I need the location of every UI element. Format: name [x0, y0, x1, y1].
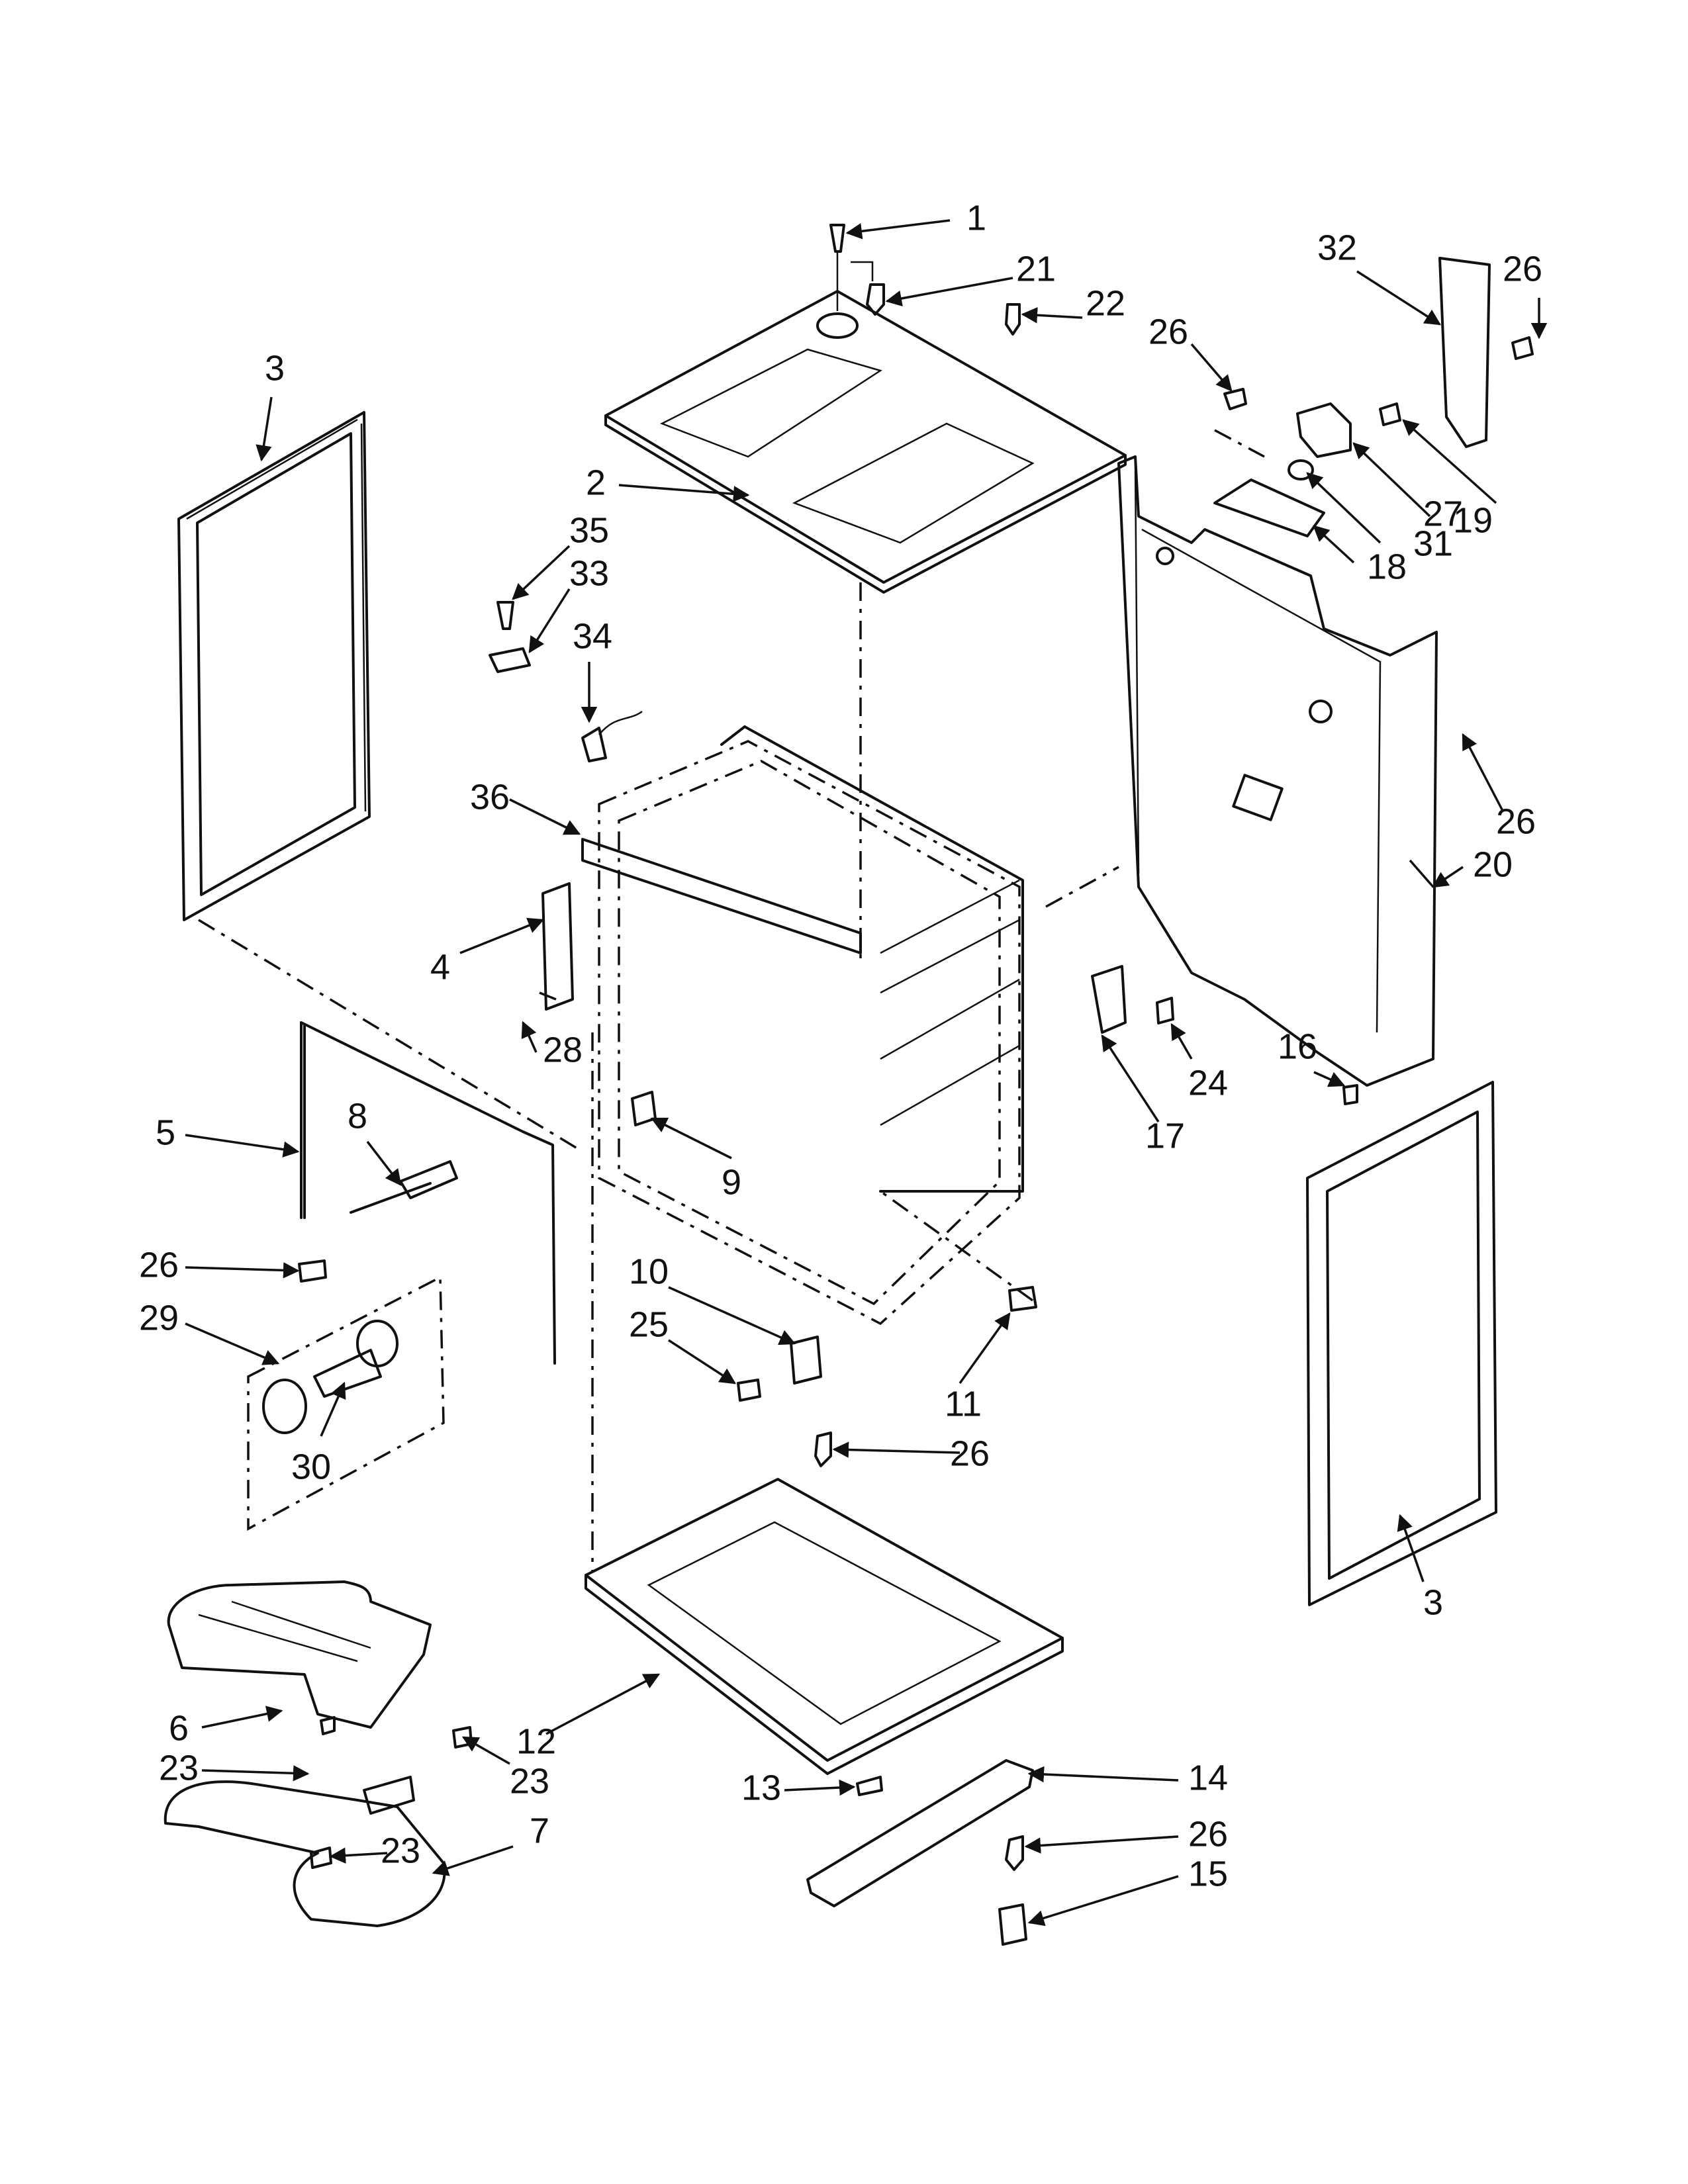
side-panel-right: [1306, 1081, 1497, 1606]
callout-26-c: 26: [1496, 801, 1536, 841]
callout-1: 1: [966, 198, 986, 238]
callout-8: 8: [348, 1096, 367, 1136]
callout-14: 14: [1188, 1758, 1228, 1797]
callout-23-b: 23: [510, 1761, 549, 1801]
callout-9: 9: [722, 1162, 741, 1202]
top-right-brackets: [1213, 257, 1534, 537]
construction-lines: [198, 582, 1119, 1572]
callout-12: 12: [516, 1721, 556, 1761]
callout-23-c: 23: [381, 1831, 420, 1870]
callout-3-right: 3: [1423, 1582, 1443, 1622]
knob-set: [247, 1275, 445, 1531]
screw-26-left: [298, 1259, 327, 1283]
callout-10: 10: [629, 1251, 669, 1291]
callout-26-b: 26: [1503, 249, 1542, 289]
temp-sensor: [350, 1160, 458, 1214]
callout-17: 17: [1145, 1116, 1185, 1156]
back-panel: [1117, 455, 1438, 1087]
callout-20: 20: [1473, 844, 1513, 884]
callout-15: 15: [1188, 1854, 1228, 1893]
callout-7: 7: [530, 1811, 549, 1850]
callout-30: 30: [291, 1447, 331, 1486]
bracket-17: [1091, 965, 1174, 1034]
oven-cavity: [541, 725, 1024, 1326]
callout-29: 29: [139, 1298, 179, 1338]
side-panel-left: [177, 411, 371, 921]
callout-labels: 1 2 3 3 4 5 6 7 8 9 10 11 12 13 14 15 16…: [139, 198, 1542, 1893]
broil-element: [167, 1580, 473, 1749]
callout-34: 34: [573, 616, 612, 656]
callout-28: 28: [543, 1030, 583, 1069]
callout-18: 18: [1367, 547, 1407, 586]
callout-26-d: 26: [139, 1245, 179, 1285]
callout-19: 19: [1453, 500, 1493, 540]
callout-11: 11: [945, 1384, 982, 1424]
callout-22: 22: [1086, 283, 1125, 323]
small-brackets-left: [489, 601, 643, 762]
callout-6: 6: [169, 1708, 189, 1748]
callout-26-f: 26: [1188, 1814, 1228, 1854]
leader-lines: [185, 219, 1548, 1927]
callout-26-a: 26: [1149, 312, 1188, 351]
callout-24: 24: [1188, 1063, 1228, 1103]
callout-21: 21: [1016, 249, 1056, 289]
callout-25: 25: [629, 1304, 669, 1344]
callout-2: 2: [586, 463, 606, 502]
callout-32: 32: [1317, 228, 1357, 267]
callout-27: 27: [1423, 494, 1463, 533]
top-screws: [829, 224, 1021, 336]
callout-5: 5: [156, 1113, 175, 1152]
door-gasket: [300, 1021, 556, 1365]
callout-3-left: 3: [265, 348, 285, 388]
callout-35: 35: [569, 510, 609, 550]
bottom-panel: [585, 1478, 1064, 1775]
callout-33: 33: [569, 553, 609, 593]
bottom-right-parts: [806, 1759, 1034, 1946]
callout-16: 16: [1278, 1026, 1317, 1066]
callout-13: 13: [741, 1768, 781, 1807]
top-panel: [604, 290, 1127, 594]
callout-36: 36: [470, 777, 510, 817]
callout-31: 31: [1413, 523, 1453, 563]
callout-23-a: 23: [159, 1748, 199, 1788]
callout-4: 4: [430, 947, 450, 987]
callout-26-e: 26: [950, 1433, 990, 1473]
leveling-parts: [737, 1286, 1037, 1467]
